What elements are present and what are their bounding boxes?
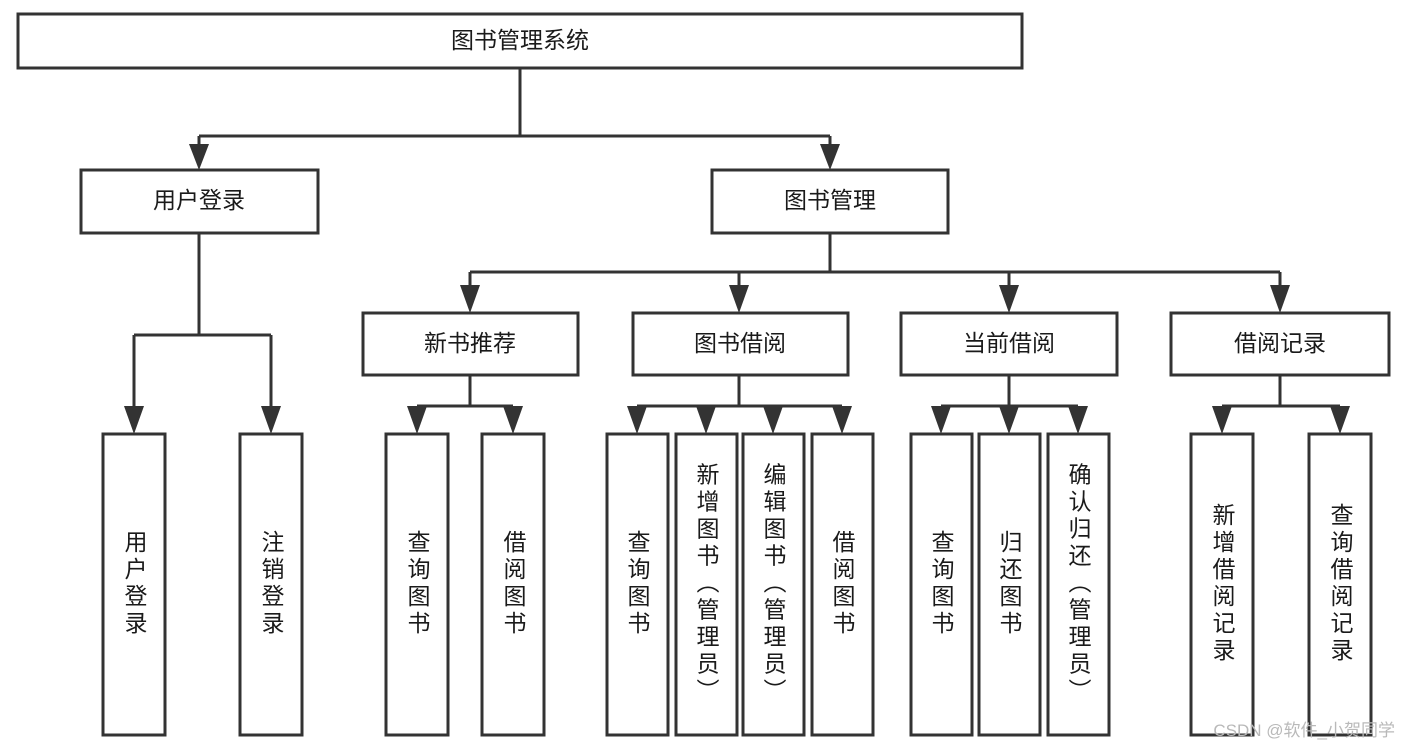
- leaf-borrowrecord-add-record-box[interactable]: [1189, 432, 1255, 737]
- node-book-manage[interactable]: 图书管理: [710, 168, 950, 235]
- connector-layer: [124, 68, 1350, 434]
- arrowhead-newbook-leaf-1: [407, 406, 427, 434]
- node-new-book-recommend[interactable]: 新书推荐: [361, 311, 580, 377]
- arrowhead-borrowrecord-leaf-2: [1330, 406, 1350, 434]
- leaf-currentborrow-confirm-return-label: 确认归还（管理员）: [1065, 463, 1092, 706]
- leaf-currentborrow-confirm-return-box[interactable]: [1046, 432, 1111, 737]
- arrowhead-newbook-leaf-2: [503, 406, 523, 434]
- leaf-bookborrow-borrow-book-label: 借阅图书: [829, 530, 856, 638]
- leaf-user-login-logout-box[interactable]: [238, 432, 304, 737]
- leaf-currentborrow-query-book-box[interactable]: [909, 432, 974, 737]
- node-root-box[interactable]: [16, 12, 1024, 70]
- node-new-book-recommend-box[interactable]: [361, 311, 580, 377]
- leaf-bookborrow-borrow-book-box[interactable]: [810, 432, 875, 737]
- arrowhead-bookborrow-leaf-3: [763, 406, 783, 434]
- leaf-bookborrow-edit-book-box[interactable]: [741, 432, 806, 737]
- leaf-user-login-login-label: 用户登录: [121, 530, 148, 638]
- node-borrow-record-label: 借阅记录: [1234, 330, 1326, 356]
- leaf-borrowrecord-query-record-label: 查询借阅记录: [1327, 503, 1354, 665]
- node-book-manage-box[interactable]: [710, 168, 950, 235]
- leaf-borrowrecord-add-record-label: 新增借阅记录: [1209, 503, 1236, 665]
- node-book-borrow[interactable]: 图书借阅: [631, 311, 850, 377]
- arrowhead-user-login: [189, 144, 209, 170]
- arrowhead-bookborrow-leaf-2: [696, 406, 716, 434]
- node-current-borrow-label: 当前借阅: [963, 330, 1055, 356]
- arrowhead-currentborrow-leaf-3: [1068, 406, 1088, 434]
- node-borrow-record-box[interactable]: [1169, 311, 1391, 377]
- leaf-user-login-logout[interactable]: 注销登录: [238, 432, 304, 737]
- arrowhead-leaf-user-login: [124, 406, 144, 434]
- leaf-borrowrecord-query-record[interactable]: 查询借阅记录: [1307, 432, 1373, 737]
- leaf-currentborrow-confirm-return[interactable]: 确认归还（管理员）: [1046, 432, 1111, 737]
- leaf-newbook-query-book[interactable]: 查询图书: [384, 432, 450, 737]
- arrowhead-current-borrow: [999, 285, 1019, 313]
- leaf-borrowrecord-query-record-box[interactable]: [1307, 432, 1373, 737]
- leaf-newbook-query-book-label: 查询图书: [404, 530, 431, 638]
- leaf-bookborrow-add-book[interactable]: 新增图书（管理员）: [674, 432, 739, 737]
- leaf-user-login-login-box[interactable]: [101, 432, 167, 737]
- leaf-bookborrow-add-book-box[interactable]: [674, 432, 739, 737]
- arrowhead-new-book-recommend: [460, 285, 480, 313]
- leaf-currentborrow-return-book[interactable]: 归还图书: [977, 432, 1042, 737]
- arrowhead-leaf-logout: [261, 406, 281, 434]
- leaf-bookborrow-query-book-label: 查询图书: [624, 530, 651, 638]
- node-book-manage-label: 图书管理: [784, 187, 876, 213]
- leaf-newbook-borrow-book-box[interactable]: [480, 432, 546, 737]
- arrowhead-bookborrow-leaf-1: [627, 406, 647, 434]
- leaf-user-login-logout-label: 注销登录: [258, 530, 285, 638]
- arrowhead-borrowrecord-leaf-1: [1212, 406, 1232, 434]
- arrowhead-borrow-record: [1270, 285, 1290, 313]
- node-book-borrow-label: 图书借阅: [694, 330, 786, 356]
- node-user-login-box[interactable]: [79, 168, 320, 235]
- node-current-borrow-box[interactable]: [899, 311, 1119, 377]
- leaf-currentborrow-query-book[interactable]: 查询图书: [909, 432, 974, 737]
- node-user-login-label: 用户登录: [153, 187, 245, 213]
- arrowhead-currentborrow-leaf-2: [999, 406, 1019, 434]
- leaf-borrowrecord-add-record[interactable]: 新增借阅记录: [1189, 432, 1255, 737]
- leaf-bookborrow-query-book-box[interactable]: [605, 432, 670, 737]
- leaf-newbook-query-book-box[interactable]: [384, 432, 450, 737]
- arrowhead-book-borrow: [729, 285, 749, 313]
- node-current-borrow[interactable]: 当前借阅: [899, 311, 1119, 377]
- leaf-newbook-borrow-book-label: 借阅图书: [500, 530, 527, 638]
- arrowhead-currentborrow-leaf-1: [931, 406, 951, 434]
- node-new-book-recommend-label: 新书推荐: [424, 330, 516, 356]
- leaf-user-login-login[interactable]: 用户登录: [101, 432, 167, 737]
- leaf-bookborrow-borrow-book[interactable]: 借阅图书: [810, 432, 875, 737]
- node-borrow-record[interactable]: 借阅记录: [1169, 311, 1391, 377]
- leaf-bookborrow-edit-book[interactable]: 编辑图书（管理员）: [741, 432, 806, 737]
- leaf-currentborrow-return-book-box[interactable]: [977, 432, 1042, 737]
- leaf-bookborrow-query-book[interactable]: 查询图书: [605, 432, 670, 737]
- leaf-bookborrow-add-book-label: 新增图书（管理员）: [693, 463, 720, 706]
- arrowhead-book-manage: [820, 144, 840, 170]
- leaf-bookborrow-edit-book-label: 编辑图书（管理员）: [760, 463, 787, 706]
- node-root-label: 图书管理系统: [451, 27, 589, 53]
- node-book-borrow-box[interactable]: [631, 311, 850, 377]
- arrowhead-bookborrow-leaf-4: [832, 406, 852, 434]
- node-user-login[interactable]: 用户登录: [79, 168, 320, 235]
- node-root[interactable]: 图书管理系统: [16, 12, 1024, 70]
- leaf-newbook-borrow-book[interactable]: 借阅图书: [480, 432, 546, 737]
- leaf-currentborrow-return-book-label: 归还图书: [996, 530, 1023, 638]
- leaf-currentborrow-query-book-label: 查询图书: [928, 530, 955, 638]
